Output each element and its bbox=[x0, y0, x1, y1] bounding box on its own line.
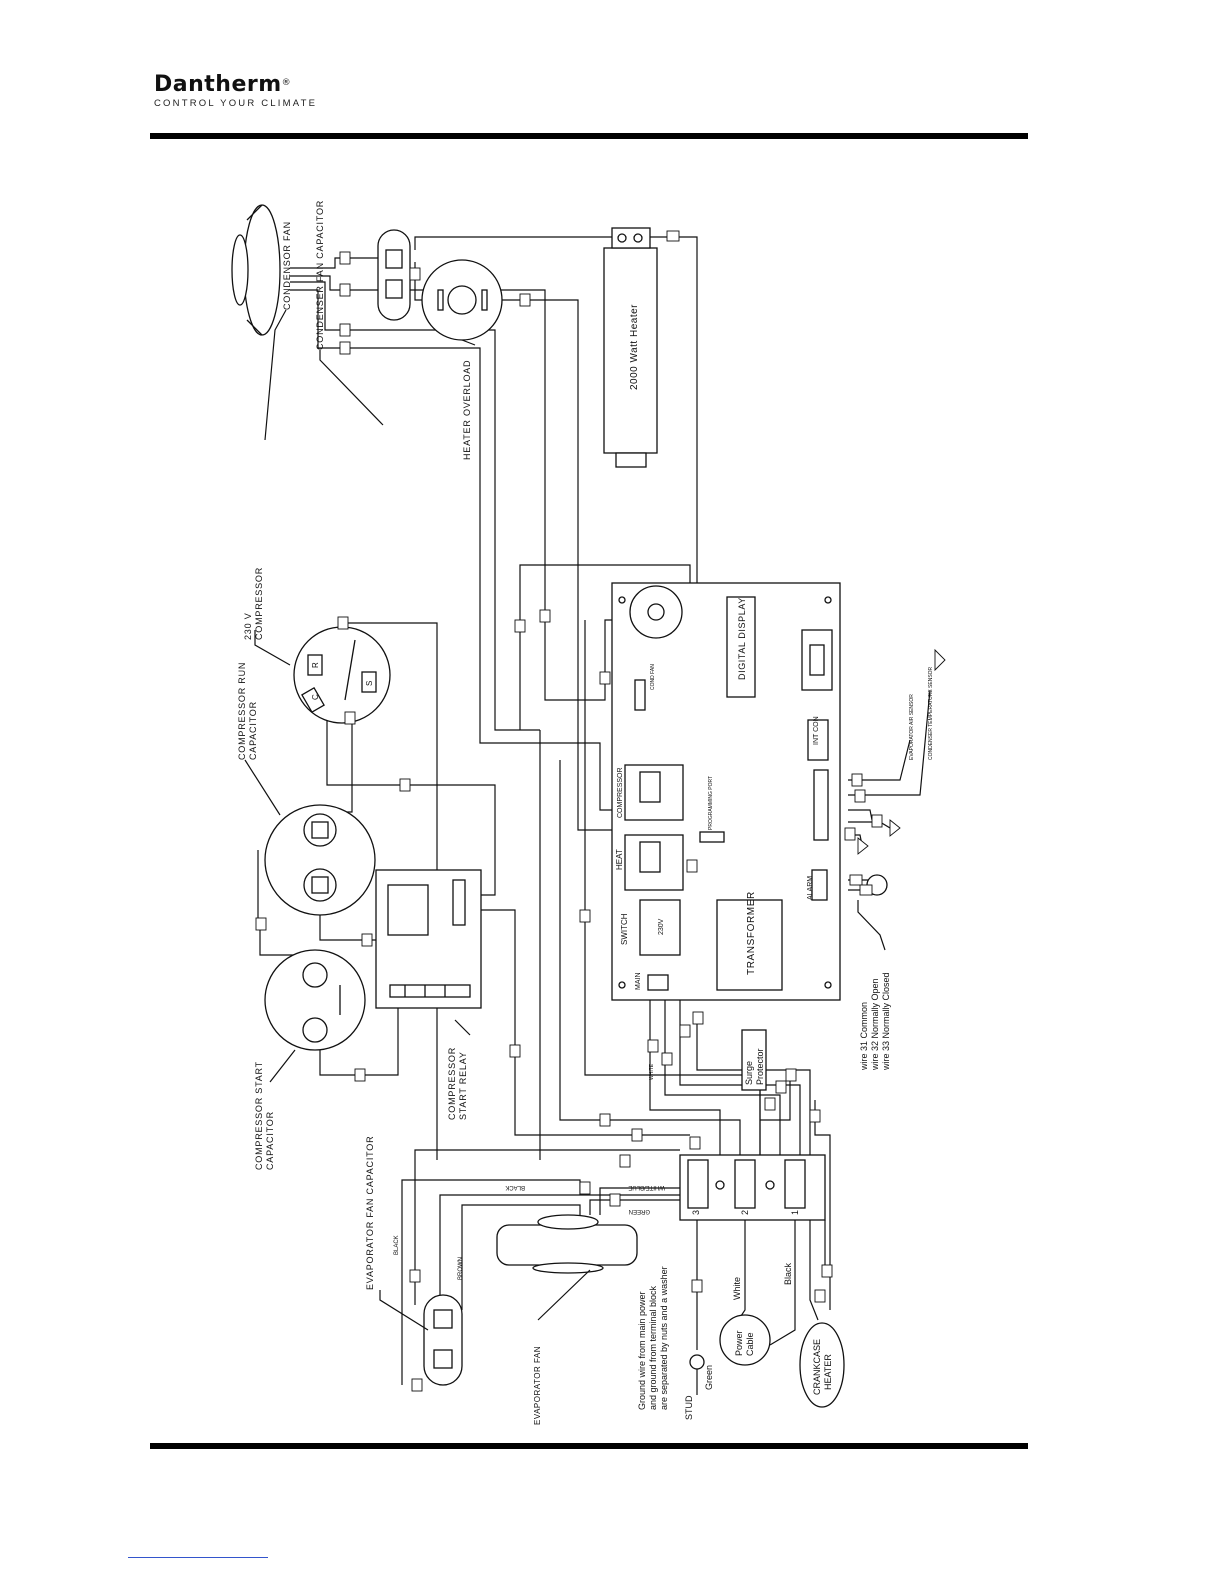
dantherm-logo: Dantherm® CONTROL YOUR CLIMATE bbox=[154, 72, 318, 110]
label-wire-31: wire 31 Common bbox=[859, 1002, 869, 1071]
label-terminal-2: 2 bbox=[740, 1210, 750, 1215]
label-heater-overload: HEATER OVERLOAD bbox=[462, 360, 472, 460]
label-compressor-relay: COMPRESSOR bbox=[617, 767, 624, 818]
label-condensor-fan: CONDENSOR FAN bbox=[282, 221, 292, 310]
label-wire-white-blue: WHITE/BLUE bbox=[628, 1184, 665, 1190]
label-switch-230v: 230V bbox=[658, 918, 665, 935]
label-green: Green bbox=[704, 1365, 714, 1390]
evaporator-fan bbox=[496, 1214, 638, 1274]
surge-protector bbox=[741, 1029, 767, 1091]
label-terminal-1: 1 bbox=[790, 1210, 800, 1215]
registered-mark: ® bbox=[281, 78, 292, 88]
wire-tags bbox=[255, 230, 946, 1392]
label-compressor-start-relay-2: START RELAY bbox=[458, 1051, 468, 1120]
label-surge-1: Surge bbox=[744, 1061, 754, 1085]
label-wire-white-main: WHITE bbox=[649, 1063, 655, 1080]
label-terminal-3: 3 bbox=[691, 1210, 701, 1215]
control-board bbox=[611, 582, 841, 1001]
label-compressor-start-cap-2: CAPACITOR bbox=[265, 1111, 275, 1170]
brand-name: Dantherm bbox=[154, 72, 282, 97]
label-switch: SWITCH bbox=[620, 913, 629, 945]
condensor-fan bbox=[231, 204, 281, 336]
leader-lines bbox=[244, 309, 591, 1331]
label-compressor-r: R bbox=[311, 662, 320, 668]
terminal-block bbox=[679, 1154, 826, 1221]
label-transformer: TRANSFORMER bbox=[746, 891, 757, 975]
label-wire-black-1: BLACK bbox=[394, 1235, 400, 1255]
label-cond-fan: COND FAN bbox=[650, 664, 656, 690]
header-rule bbox=[150, 133, 1028, 139]
label-wire-brown: BROWN bbox=[458, 1257, 464, 1280]
label-black: Black bbox=[783, 1262, 793, 1285]
label-compressor-230v-2: COMPRESSOR bbox=[254, 567, 264, 640]
label-main: MAIN bbox=[635, 973, 642, 991]
label-evaporator-fan-capacitor: EVAPORATOR FAN CAPACITOR bbox=[365, 1136, 375, 1290]
label-ground-note-3: are separated by nuts and a washer bbox=[659, 1266, 669, 1410]
compressor bbox=[293, 626, 391, 724]
brand-tagline: CONTROL YOUR CLIMATE bbox=[154, 98, 318, 109]
label-compressor-start-relay-1: COMPRESSOR bbox=[447, 1047, 457, 1120]
label-compressor-run-cap-1: COMPRESSOR RUN bbox=[237, 662, 247, 760]
compressor-run-capacitor bbox=[264, 804, 376, 916]
label-compressor-start-cap-1: COMPRESSOR START bbox=[254, 1061, 264, 1170]
label-surge-2: Protector bbox=[755, 1048, 765, 1085]
label-stud: STUD bbox=[684, 1395, 694, 1420]
label-power-cable-2: Cable bbox=[745, 1332, 755, 1356]
label-white: White bbox=[732, 1277, 742, 1300]
label-compressor-run-cap-2: CAPACITOR bbox=[248, 701, 258, 760]
label-ground-note-1: Ground wire from main power bbox=[637, 1291, 647, 1410]
label-condenser-temp-sensor: CONDENSER TEMPERATURE SENSOR bbox=[928, 666, 934, 760]
footer-rule bbox=[150, 1443, 1028, 1449]
label-alarm: ALARM bbox=[807, 876, 814, 900]
label-evaporator-fan: EVAPORATOR FAN bbox=[533, 1346, 542, 1425]
label-programming-port: PROGRAMMING PORT bbox=[708, 776, 714, 830]
label-int-con: INT CON bbox=[813, 716, 820, 745]
label-crankcase-2: HEATER bbox=[823, 1354, 833, 1390]
evaporator-fan-capacitor bbox=[423, 1294, 463, 1386]
label-digital-display: DIGITAL DISPLAY bbox=[737, 597, 747, 680]
label-compressor-c: C bbox=[311, 694, 320, 700]
label-heater: 2000 Watt Heater bbox=[629, 304, 640, 390]
label-wire-33: wire 33 Normally Closed bbox=[881, 972, 891, 1071]
label-wire-green: GREEN bbox=[629, 1208, 650, 1214]
condenser-fan-capacitor bbox=[377, 229, 411, 321]
footer-link-underline bbox=[128, 1557, 268, 1558]
label-condenser-fan-capacitor: CONDENSER FAN CAPACITOR bbox=[315, 200, 325, 350]
compressor-start-relay bbox=[375, 869, 482, 1009]
heater-overload bbox=[421, 259, 503, 341]
label-compressor-s: S bbox=[365, 681, 374, 686]
label-wire-black-2: BLACK bbox=[505, 1184, 525, 1190]
power-cable bbox=[689, 1314, 771, 1370]
label-crankcase-1: CRANKCASE bbox=[812, 1339, 822, 1395]
label-power-cable-1: Power bbox=[734, 1330, 744, 1356]
compressor-start-capacitor bbox=[264, 949, 366, 1051]
crankcase-heater bbox=[799, 1322, 845, 1408]
label-evaporator-air-sensor: EVAPORATOR AIR SENSOR bbox=[909, 694, 915, 760]
label-ground-note-2: and ground from terminal block bbox=[648, 1285, 658, 1410]
label-heat: HEAT bbox=[615, 849, 624, 870]
heater bbox=[603, 227, 658, 468]
wires bbox=[257, 236, 931, 1395]
label-compressor-230v-1: 230 V bbox=[243, 612, 253, 640]
label-wire-32: wire 32 Normally Open bbox=[870, 978, 880, 1071]
